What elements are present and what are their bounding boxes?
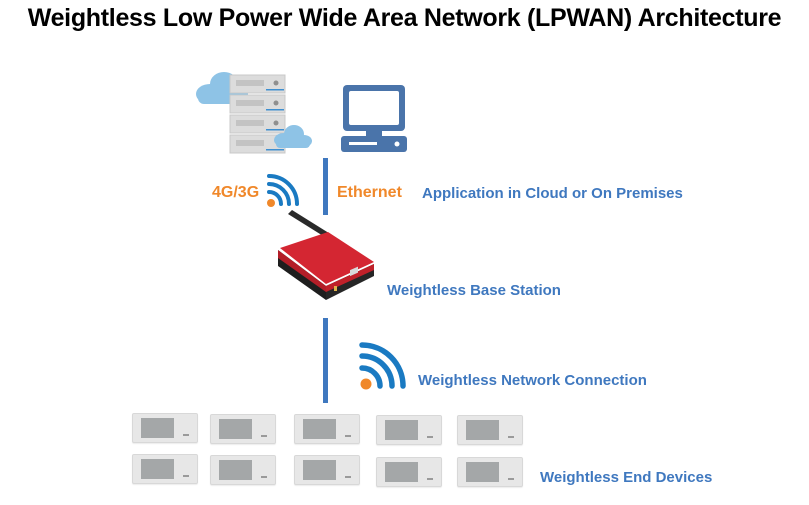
end-device-icon: [210, 455, 276, 485]
cellular-label: 4G/3G: [212, 184, 260, 201]
end-device-icon: [376, 457, 442, 487]
end-device-icon: [294, 414, 360, 444]
end-device-icon: [132, 413, 198, 443]
wireless-signal-icon: [267, 174, 299, 207]
diagram-title: Weightless Low Power Wide Area Network (…: [27, 4, 782, 32]
end-device-icon: [457, 457, 523, 487]
end-devices-label: Weightless End Devices: [540, 469, 713, 486]
end-device-icon: [457, 415, 523, 445]
ethernet-label: Ethernet: [337, 184, 402, 201]
network-connection-label: Weightless Network Connection: [418, 372, 647, 389]
end-device-icon: [210, 414, 276, 444]
cloud-icon: [274, 125, 312, 148]
wireless-signal-icon: [359, 342, 406, 390]
server-stack-icon: [196, 72, 312, 154]
desktop-computer-icon: [341, 85, 407, 152]
application-label: Application in Cloud or On Premises: [422, 185, 683, 202]
end-device-icon: [132, 454, 198, 484]
base-station-router-icon: [278, 210, 374, 300]
base-station-label: Weightless Base Station: [387, 282, 561, 299]
end-device-icon: [376, 415, 442, 445]
radio-link-line: [323, 318, 328, 403]
end-device-icon: [294, 455, 360, 485]
ethernet-line: [323, 158, 328, 215]
